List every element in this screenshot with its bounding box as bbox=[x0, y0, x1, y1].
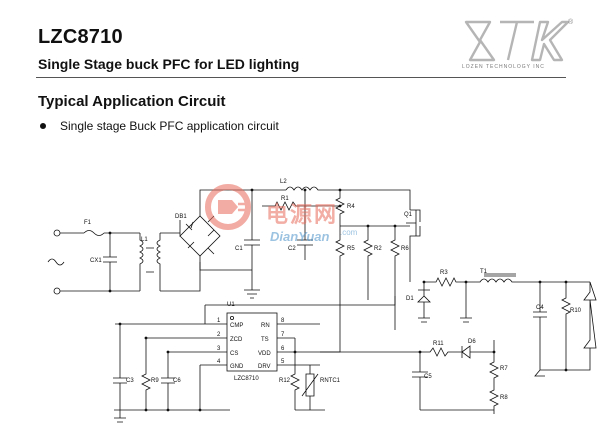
label-l1: L1 bbox=[141, 237, 148, 243]
label-r5: R5 bbox=[347, 246, 355, 252]
chip-pin-name: TS bbox=[261, 337, 269, 343]
chip-pin-number: 6 bbox=[281, 346, 285, 352]
chip-name: LZC8710 bbox=[234, 376, 259, 382]
chip-pin-number: 1 bbox=[217, 318, 221, 324]
chip-pin-number: 7 bbox=[281, 332, 285, 338]
chip-pin-name: ZCD bbox=[230, 337, 243, 343]
chip-pin-name: CMP bbox=[230, 323, 243, 329]
label-f1: F1 bbox=[84, 220, 92, 226]
chip-pin-name: VDD bbox=[258, 351, 271, 357]
label-r9: R9 bbox=[151, 378, 159, 384]
header-rule bbox=[36, 77, 566, 78]
label-t1: T1 bbox=[480, 269, 488, 275]
chip-pin-number: 8 bbox=[281, 318, 285, 324]
label-rntc1: RNTC1 bbox=[320, 378, 341, 384]
chip-pin-name: CS bbox=[230, 351, 238, 357]
label-c1: C1 bbox=[235, 246, 243, 252]
label-r2: R2 bbox=[374, 246, 382, 252]
chip-pin-name: RN bbox=[261, 323, 270, 329]
bullet-dot bbox=[40, 123, 46, 129]
label-l2: L2 bbox=[280, 179, 287, 185]
label-r6: R6 bbox=[401, 246, 409, 252]
chip-pin-number: 3 bbox=[217, 346, 221, 352]
watermark-plug-icon bbox=[205, 184, 251, 230]
bullet-text: Single stage Buck PFC application circui… bbox=[60, 119, 279, 133]
chip-pin-number: 2 bbox=[217, 332, 221, 338]
label-d1: D1 bbox=[406, 296, 414, 302]
watermark-title: 电源网 bbox=[266, 202, 339, 227]
label-r1: R1 bbox=[281, 196, 289, 202]
label-c5: C5 bbox=[424, 374, 432, 380]
label-r12: R12 bbox=[279, 378, 291, 384]
watermark-suffix: .com bbox=[340, 228, 358, 237]
label-r8: R8 bbox=[500, 395, 508, 401]
part-number: LZC8710 bbox=[38, 26, 123, 48]
logo-tagline: LOZEN TECHNOLOGY INC bbox=[462, 64, 545, 70]
label-c3: C3 bbox=[126, 378, 134, 384]
label-db1: DB1 bbox=[175, 214, 187, 220]
label-cx1: CX1 bbox=[90, 258, 102, 264]
registered-mark: ® bbox=[568, 18, 574, 26]
document-subtitle: Single Stage buck PFC for LED lighting bbox=[38, 56, 300, 72]
company-logo: ® bbox=[464, 18, 574, 62]
chip-designator: U1 bbox=[227, 302, 235, 308]
label-c6: C6 bbox=[173, 378, 181, 384]
section-title: Typical Application Circuit bbox=[38, 93, 226, 110]
chip-pin-name: GND bbox=[230, 364, 244, 370]
label-r4: R4 bbox=[347, 204, 355, 210]
label-r10: R10 bbox=[570, 308, 582, 314]
chip-pin-number: 5 bbox=[281, 359, 285, 365]
chip-pin-name: DRV bbox=[258, 364, 271, 370]
watermark-site: DianYuan bbox=[270, 229, 330, 244]
label-d6: D6 bbox=[468, 339, 476, 345]
label-r7: R7 bbox=[500, 366, 508, 372]
label-c4: C4 bbox=[536, 305, 544, 311]
label-r11: R11 bbox=[433, 341, 444, 347]
label-q1: Q1 bbox=[404, 212, 413, 218]
label-c2: C2 bbox=[288, 246, 296, 252]
label-r3: R3 bbox=[440, 270, 448, 276]
chip-pin-number: 4 bbox=[217, 359, 221, 365]
